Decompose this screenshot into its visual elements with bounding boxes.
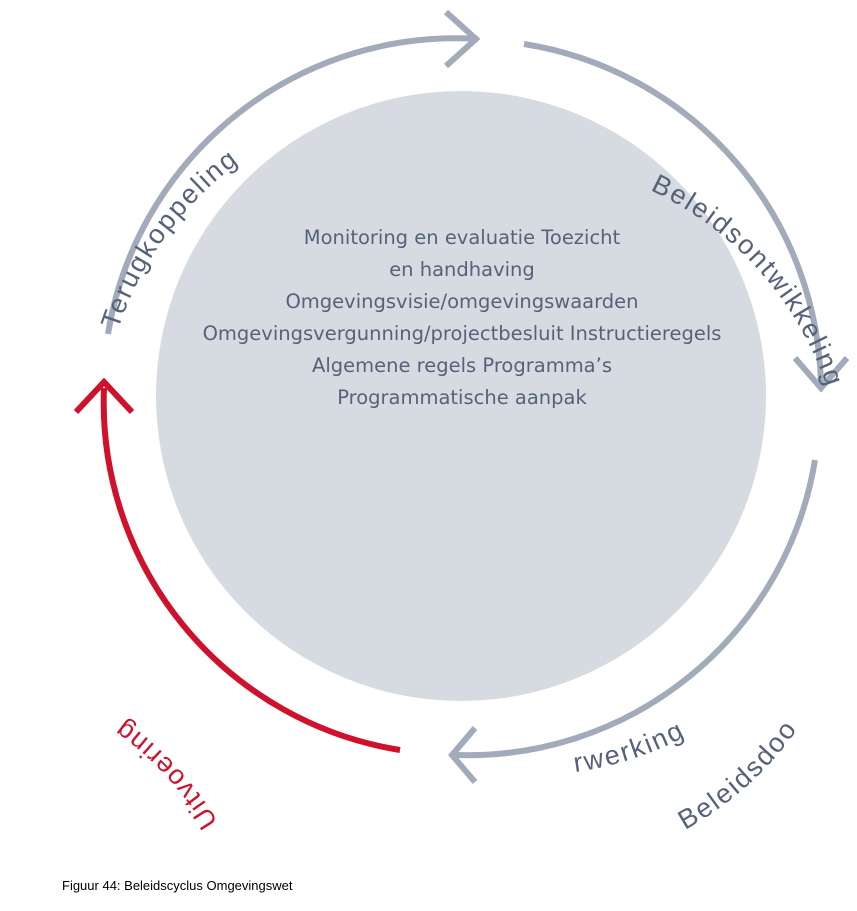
center-line: Omgevingsvisie/omgevingswaarden [285, 290, 638, 313]
center-line: Omgevingsvergunning/projectbesluit Instr… [203, 322, 722, 345]
arrowhead-left-icon [73, 377, 135, 415]
center-disc [156, 91, 766, 701]
arc-execution [100, 387, 401, 753]
center-line: en handhaving [389, 258, 535, 281]
stage-label-beleidsdoo: Beleidsdoo [673, 714, 803, 835]
center-line: Monitoring en evaluatie Toezicht [304, 226, 621, 249]
center-line: Algemene regels Programma’s [312, 354, 612, 377]
center-text: Monitoring en evaluatie Toezicht en hand… [203, 226, 722, 409]
stage-label-rwerking: rwerking [571, 714, 689, 778]
arrowhead-right-icon [792, 356, 850, 393]
arrowhead-top-icon [443, 9, 481, 69]
arc-effect [454, 459, 818, 759]
arrowhead-bottom-icon [448, 726, 478, 784]
figure-caption: Figuur 44: Beleidscyclus Omgevingswet [62, 878, 293, 893]
stage-label-uitvoering: Uitvoering [108, 714, 223, 835]
arc-feedback [105, 35, 479, 335]
center-line: Programmatische aanpak [337, 386, 587, 409]
arc-development [523, 41, 824, 389]
